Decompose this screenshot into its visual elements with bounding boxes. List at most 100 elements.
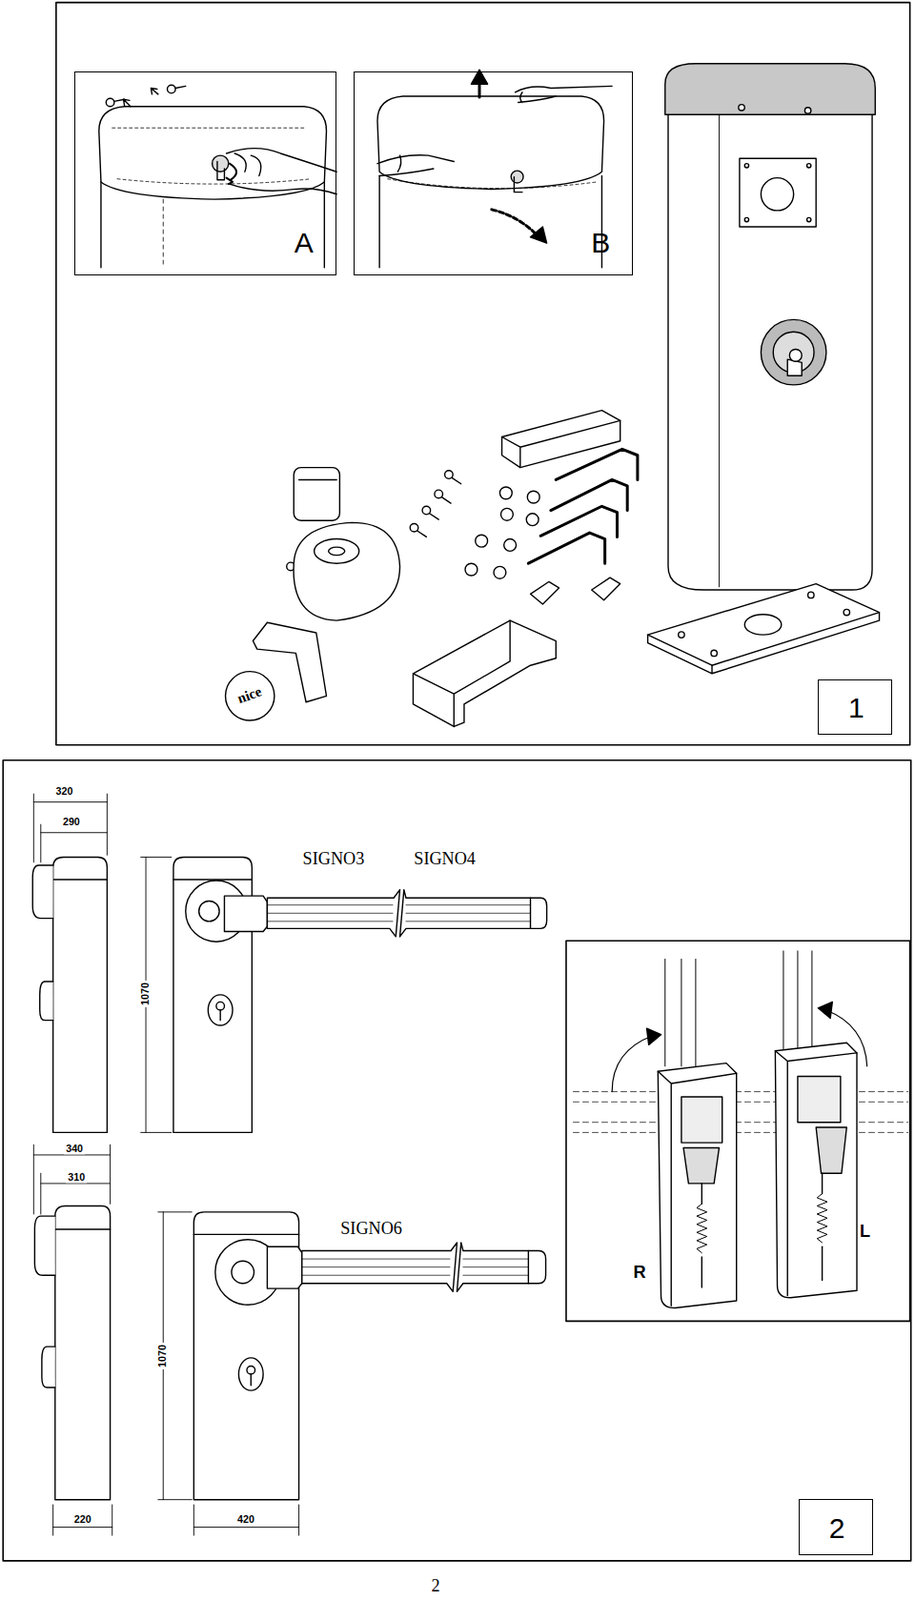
base-plate <box>648 584 880 674</box>
dimension: 290 <box>61 816 82 828</box>
dimension-lines-part <box>33 802 107 834</box>
panel-letter: A <box>294 228 314 258</box>
dimension: 1070 <box>140 981 151 1009</box>
front-view-part <box>207 995 233 1026</box>
accessory-kit-part <box>441 497 451 504</box>
figure-frame-part <box>2 760 912 1562</box>
accessory-kit-part <box>451 477 462 484</box>
barrier-cabinet <box>665 63 875 590</box>
cap-removal-a-part <box>162 199 164 268</box>
barrier-cabinet-part <box>807 163 812 168</box>
cap-removal-b <box>377 69 612 268</box>
accessory-kit-part <box>526 513 539 527</box>
accessory-kit-part <box>328 547 346 556</box>
side-view-part <box>53 878 108 880</box>
side-view-part <box>34 1216 55 1276</box>
model-name: SIGNO6 <box>338 1220 405 1239</box>
front-view-part <box>529 897 531 929</box>
accessory-kit-part <box>504 539 517 552</box>
side-view-part <box>53 856 108 1133</box>
barrier-cabinet-part <box>804 107 811 114</box>
left-right-versions-part <box>815 1127 847 1174</box>
cap-removal-b-part <box>513 177 523 193</box>
barrier-cabinet-part <box>760 178 793 211</box>
model-name: SIGNO3 <box>301 851 367 870</box>
dimension-lines-part <box>53 1504 113 1536</box>
cap-removal-a-part <box>167 84 177 94</box>
accessory-kit-part <box>417 530 427 537</box>
dimension-lines-part <box>33 1144 110 1215</box>
cap-removal-a-part <box>217 162 224 181</box>
cap-removal-a <box>99 84 337 268</box>
front-view-part <box>250 1374 252 1386</box>
cap-removal-a-part <box>105 98 115 107</box>
accessory-kit-part <box>412 620 510 727</box>
cap-removal-a-part <box>112 127 312 184</box>
figure-number: 1 <box>848 693 865 723</box>
accessory-kit-part <box>527 490 540 504</box>
cap-removal-b-part <box>530 226 548 244</box>
accessory-kit-part <box>493 566 507 579</box>
side-view-part <box>41 1346 56 1388</box>
dimension-lines-part <box>141 856 172 1133</box>
left-right-versions-part <box>611 1036 653 1093</box>
step-panel: B <box>353 71 632 276</box>
cap-removal-b-part <box>387 179 597 189</box>
accessory-kit-part <box>502 420 621 468</box>
version-letter: R <box>630 1263 648 1282</box>
left-right-versions-part <box>572 1092 908 1134</box>
accessory-kit <box>225 410 638 728</box>
side-view-part <box>40 981 54 1021</box>
dimension-lines-part <box>33 793 107 863</box>
base-plate-part <box>843 609 850 615</box>
figure-frame-part <box>56 2 911 746</box>
barrier-cabinet-part <box>739 158 816 227</box>
front-view-part <box>219 1010 221 1021</box>
left-right-versions-part <box>817 1001 833 1018</box>
barrier-cabinet-part <box>738 104 745 111</box>
version-letter: L <box>857 1222 873 1241</box>
cap-removal-b-part <box>514 85 612 102</box>
cap-removal-a-part <box>226 148 338 195</box>
front-view-part <box>193 1234 299 1236</box>
left-right-versions-part <box>821 1246 823 1281</box>
accessory-kit-part <box>499 487 512 500</box>
cap-removal-b-part <box>510 170 524 183</box>
front-view-part <box>231 1260 255 1284</box>
figure-frame-part <box>566 940 911 1322</box>
left-right-versions-part <box>821 1173 823 1194</box>
cap-removal-b-part <box>491 209 539 238</box>
front-view-part <box>173 878 252 880</box>
cap-removal-b-part <box>379 176 602 268</box>
accessory-kit-part <box>475 534 488 548</box>
left-right-versions-part <box>783 951 813 1050</box>
barrier-cabinet-part <box>744 217 749 222</box>
page-number: 2 <box>428 1578 442 1597</box>
accessory-kit-part <box>429 513 440 520</box>
base-plate-part <box>648 584 880 667</box>
left-right-versions-part <box>816 1194 828 1243</box>
front-view-part <box>199 900 220 921</box>
dimension: 310 <box>65 1172 87 1183</box>
cap-removal-b-part <box>377 155 454 177</box>
side-view <box>32 856 110 1500</box>
cap-removal-a-part <box>150 87 158 94</box>
front-view-part <box>302 1242 547 1292</box>
step-panel: A <box>74 71 337 276</box>
left-right-versions-part <box>774 1051 857 1297</box>
front-view-part <box>266 905 530 922</box>
side-view-part <box>55 1228 111 1230</box>
cap-removal-a-part <box>99 106 327 200</box>
base-plate-part <box>744 614 782 635</box>
cap-removal-a-part <box>122 99 130 106</box>
front-view-part <box>266 890 547 937</box>
figure-number-box: 1 <box>817 679 893 735</box>
front-view-part <box>302 1259 529 1276</box>
left-right-versions-part <box>665 958 696 1066</box>
figure-number: 2 <box>829 1514 846 1544</box>
side-view-part <box>55 1205 111 1500</box>
cap-removal-a-part <box>101 182 325 268</box>
barrier-cabinet-part <box>665 63 875 116</box>
side-view-part <box>32 865 53 919</box>
